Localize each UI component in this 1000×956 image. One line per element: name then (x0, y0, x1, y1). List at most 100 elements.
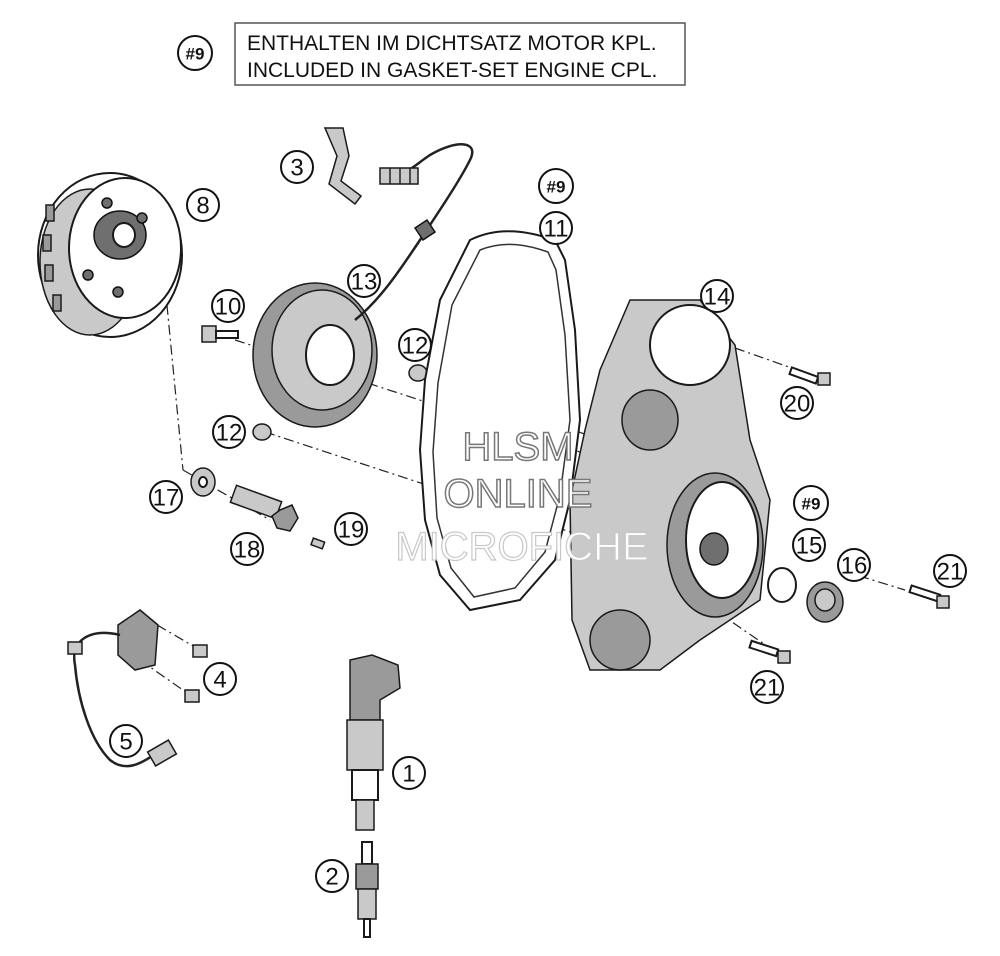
assembly-line-plug (839, 569, 906, 591)
watermark-line-3: MICROFICHE (395, 525, 648, 569)
callout-18: 18 (230, 532, 264, 566)
rotor-hub-bore (112, 222, 136, 248)
rotor-bolt-hole-1 (136, 212, 148, 224)
callout-2-label: 2 (325, 864, 338, 891)
pickup-sensor-body (117, 609, 159, 671)
screw-21-lower-head (777, 650, 791, 664)
stator-with-wiring (252, 143, 474, 428)
callout-19-label: 19 (338, 517, 365, 544)
ignition-coil-boot (355, 799, 375, 831)
callout-12-upper: 12 (398, 328, 432, 362)
note-ref-label: #9 (186, 45, 205, 64)
cover-screw-lower (748, 639, 791, 664)
callout-17-label: 17 (153, 485, 180, 512)
callout-3-label: 3 (290, 155, 303, 182)
note-line-english: INCLUDED IN GASKET-SET ENGINE CPL. (247, 59, 657, 82)
callout-9-oring: #9 (793, 485, 829, 521)
idler-shaft (229, 484, 299, 532)
callout-12-lower-label: 12 (216, 420, 243, 447)
callout-18-label: 18 (234, 537, 261, 564)
rotor-bolt-hole-4 (82, 269, 94, 281)
flywheel-rotor (37, 172, 183, 338)
pickup-sensor (67, 609, 208, 768)
cable-bracket (323, 127, 363, 206)
screw-plug (806, 581, 844, 623)
callout-12-lower: 12 (212, 415, 246, 449)
assembly-line-sensor-bolt-1 (139, 614, 201, 651)
callout-15-label: 15 (796, 533, 823, 560)
callouts: 1 2 3 4 5 8 #9 #9 10 11 12 12 13 14 15 1… (109, 150, 967, 893)
callout-8: 8 (186, 188, 220, 222)
stator-bolt-head (201, 325, 217, 343)
gasket-inner-edge (432, 243, 571, 598)
note-box (234, 22, 686, 86)
rotor-magnet-3 (44, 264, 54, 282)
shaft-nut (271, 504, 299, 532)
sensor-bolt-2 (184, 689, 200, 703)
stator-center (305, 324, 355, 386)
callout-2: 2 (315, 859, 349, 893)
spark-plug-electrode (363, 918, 371, 938)
callout-1: 1 (392, 756, 426, 790)
callout-10-label: 10 (215, 294, 242, 321)
watermark-line-2: ONLINE (444, 472, 593, 516)
callout-15: 15 (792, 528, 826, 562)
callout-19: 19 (334, 512, 368, 546)
rotor-magnet-2 (42, 234, 52, 252)
rotor-magnet-4 (52, 294, 62, 312)
callout-21-lower: 21 (750, 670, 784, 704)
screw-20-head (817, 372, 831, 386)
callout-14: 14 (700, 279, 734, 313)
callout-14-label: 14 (704, 284, 731, 311)
cover-screw-upper (788, 366, 831, 386)
callout-9-oring-label: #9 (802, 495, 821, 514)
assembly-line-rotor (164, 284, 184, 471)
callout-5: 5 (109, 724, 143, 758)
callout-8-label: 8 (196, 193, 209, 220)
ignition-coil-ribbed-section (351, 769, 379, 801)
stator-bolt (201, 325, 239, 343)
rotor-bolt-hole-2 (101, 197, 113, 209)
ignition-coil (346, 654, 401, 831)
sensor-cable-clip (67, 641, 83, 655)
callout-1-label: 1 (402, 761, 415, 788)
screw-21-right-head (936, 595, 950, 609)
wire-grommet (413, 218, 437, 242)
spark-plug (355, 841, 379, 938)
small-screw (310, 537, 326, 550)
note-ref-callout (177, 35, 213, 71)
watermark: HLSM ONLINE MICROFICHE (395, 424, 650, 569)
callout-9-gasket: #9 (538, 168, 574, 204)
callout-12-upper-label: 12 (402, 333, 429, 360)
callout-10: 10 (211, 289, 245, 323)
spark-plug-hex (355, 863, 379, 890)
watermark-line-1: HLSM (462, 425, 573, 469)
cover-upper-cap (649, 304, 731, 386)
sensor-connector (146, 739, 178, 767)
callout-13: 13 (347, 264, 381, 298)
engine-cover-gasket (418, 230, 582, 612)
callout-4: 4 (203, 662, 237, 696)
callout-11-label: 11 (544, 216, 569, 243)
callout-21-right-label: 21 (937, 559, 964, 586)
cover-inspection-hole (699, 532, 729, 566)
ignition-coil-upper-tube (346, 719, 384, 771)
callout-21-lower-label: 21 (754, 675, 781, 702)
callout-13-label: 13 (351, 269, 378, 296)
callout-20: 20 (780, 386, 814, 420)
o-ring (767, 567, 797, 603)
cover-mid-boss (621, 389, 679, 451)
callout-9-gasket-label: #9 (547, 178, 566, 197)
callout-20-label: 20 (784, 391, 811, 418)
screw-20-shank (788, 366, 820, 385)
stator-wire (354, 143, 474, 321)
stator-bolt-shank (215, 330, 239, 339)
screw-plug-face (814, 588, 836, 612)
sensor-cable (72, 631, 159, 768)
washer-hole (198, 476, 208, 488)
spark-plug-terminal (361, 841, 373, 865)
screw-21-right-shank (908, 584, 942, 603)
callout-17: 17 (149, 480, 183, 514)
